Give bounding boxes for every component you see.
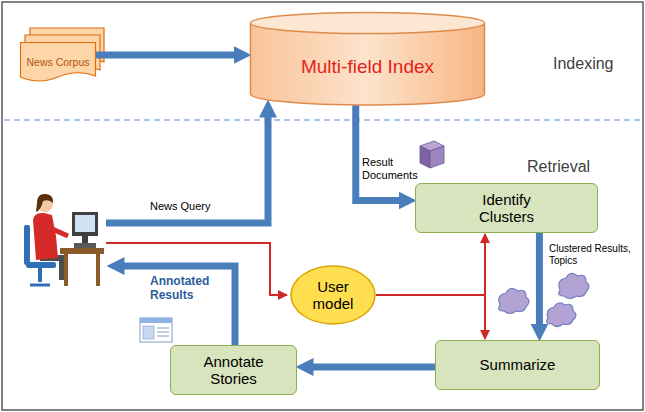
process-box: Summarize [435, 340, 600, 390]
node-text: User model [307, 278, 359, 313]
flow-arrow [376, 295, 485, 339]
cube-icon [420, 141, 444, 168]
section-label: Indexing [553, 55, 614, 73]
divider-line [4, 119, 641, 121]
flow-arrow [376, 234, 485, 295]
flow-arrow [536, 233, 543, 328]
query-arrow [106, 113, 268, 223]
node-text: Summarize [480, 356, 556, 373]
results-page-icon [140, 318, 172, 342]
model-ellipse: User model [290, 265, 376, 325]
cluster-clouds [499, 273, 589, 326]
edge-label: Result Documents [362, 156, 418, 181]
node-text: Annotate Stories [194, 353, 274, 388]
node-text: News Corpus [26, 56, 89, 68]
section-label: Retrieval [527, 158, 590, 176]
process-box: Annotate Stories [170, 345, 297, 395]
node-text: Identify Clusters [467, 191, 547, 226]
process-box: Identify Clusters [415, 183, 598, 233]
corpus-document: News Corpus [20, 42, 96, 82]
flow-arrow [96, 52, 238, 59]
arrow-label: Annotated Results [150, 275, 228, 303]
flow-arrow [309, 364, 435, 371]
index-cylinder: Multi-field Index [250, 12, 485, 105]
node-text: Multi-field Index [301, 56, 434, 78]
results-arrow [120, 266, 235, 345]
arrow-label: News Query [150, 200, 211, 213]
user-icon [24, 194, 104, 286]
flow-arrow [356, 104, 403, 201]
edge-label: Clustered Results, Topics [549, 243, 641, 266]
